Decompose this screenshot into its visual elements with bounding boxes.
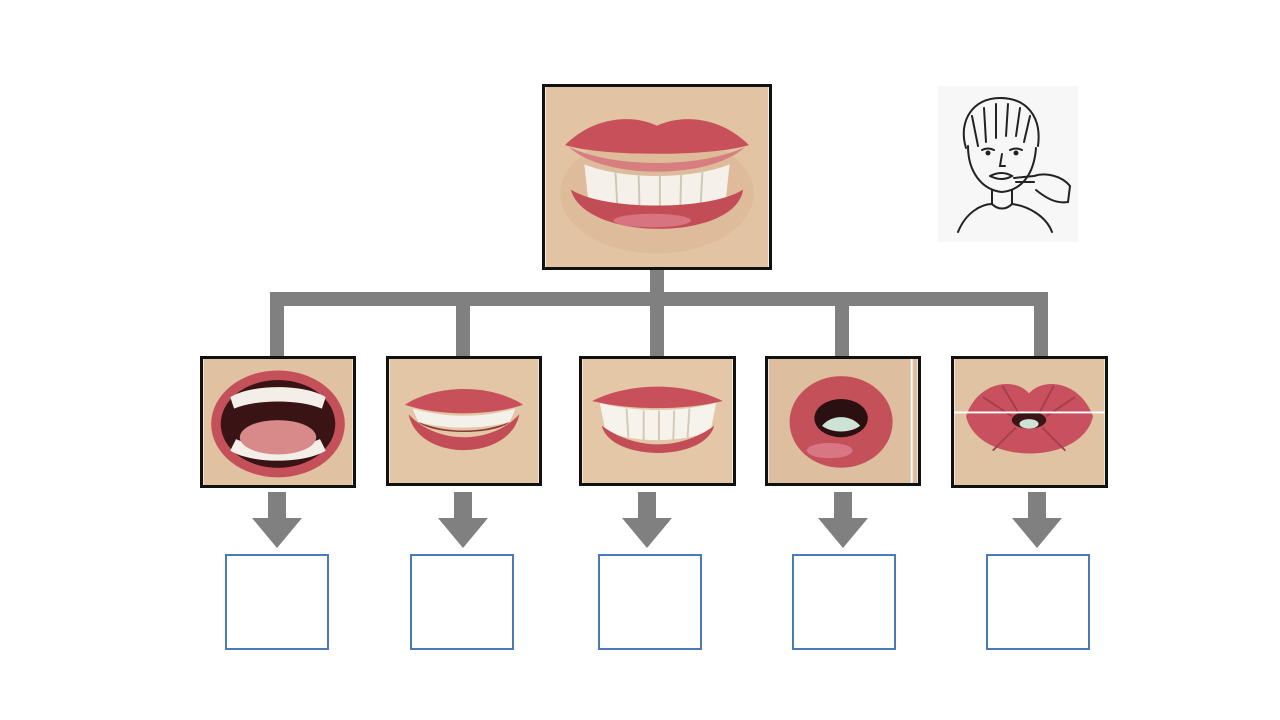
connector-drop-1 xyxy=(270,292,284,356)
branch-photo-1 xyxy=(200,356,356,488)
wide-open-mouth-icon xyxy=(203,359,353,485)
person-sketch-icon xyxy=(938,86,1078,242)
answer-box-1[interactable] xyxy=(225,554,329,650)
branch-photo-5 xyxy=(951,356,1108,488)
connector-drop-5 xyxy=(1034,292,1048,356)
slightly-open-smile-icon xyxy=(389,359,539,483)
connector-drop-4 xyxy=(835,292,849,356)
down-arrow-icon xyxy=(1012,492,1062,548)
smiling-mouth-lips-pressed-icon xyxy=(545,87,769,267)
answer-box-4[interactable] xyxy=(792,554,896,650)
connector-drop-2 xyxy=(456,292,470,356)
connector-trunk xyxy=(650,270,664,296)
main-mouth-photo xyxy=(542,84,772,270)
puckered-lips-icon xyxy=(954,359,1105,485)
broad-smile-teeth-icon xyxy=(582,359,733,483)
answer-box-5[interactable] xyxy=(986,554,1090,650)
down-arrow-icon xyxy=(438,492,488,548)
connector-drop-3 xyxy=(650,292,664,356)
down-arrow-icon xyxy=(818,492,868,548)
branch-photo-3 xyxy=(579,356,736,486)
branch-photo-2 xyxy=(386,356,542,486)
answer-box-2[interactable] xyxy=(410,554,514,650)
down-arrow-icon xyxy=(622,492,672,548)
branch-photo-4 xyxy=(765,356,921,486)
rounded-o-mouth-icon xyxy=(768,359,918,483)
down-arrow-icon xyxy=(252,492,302,548)
answer-box-3[interactable] xyxy=(598,554,702,650)
